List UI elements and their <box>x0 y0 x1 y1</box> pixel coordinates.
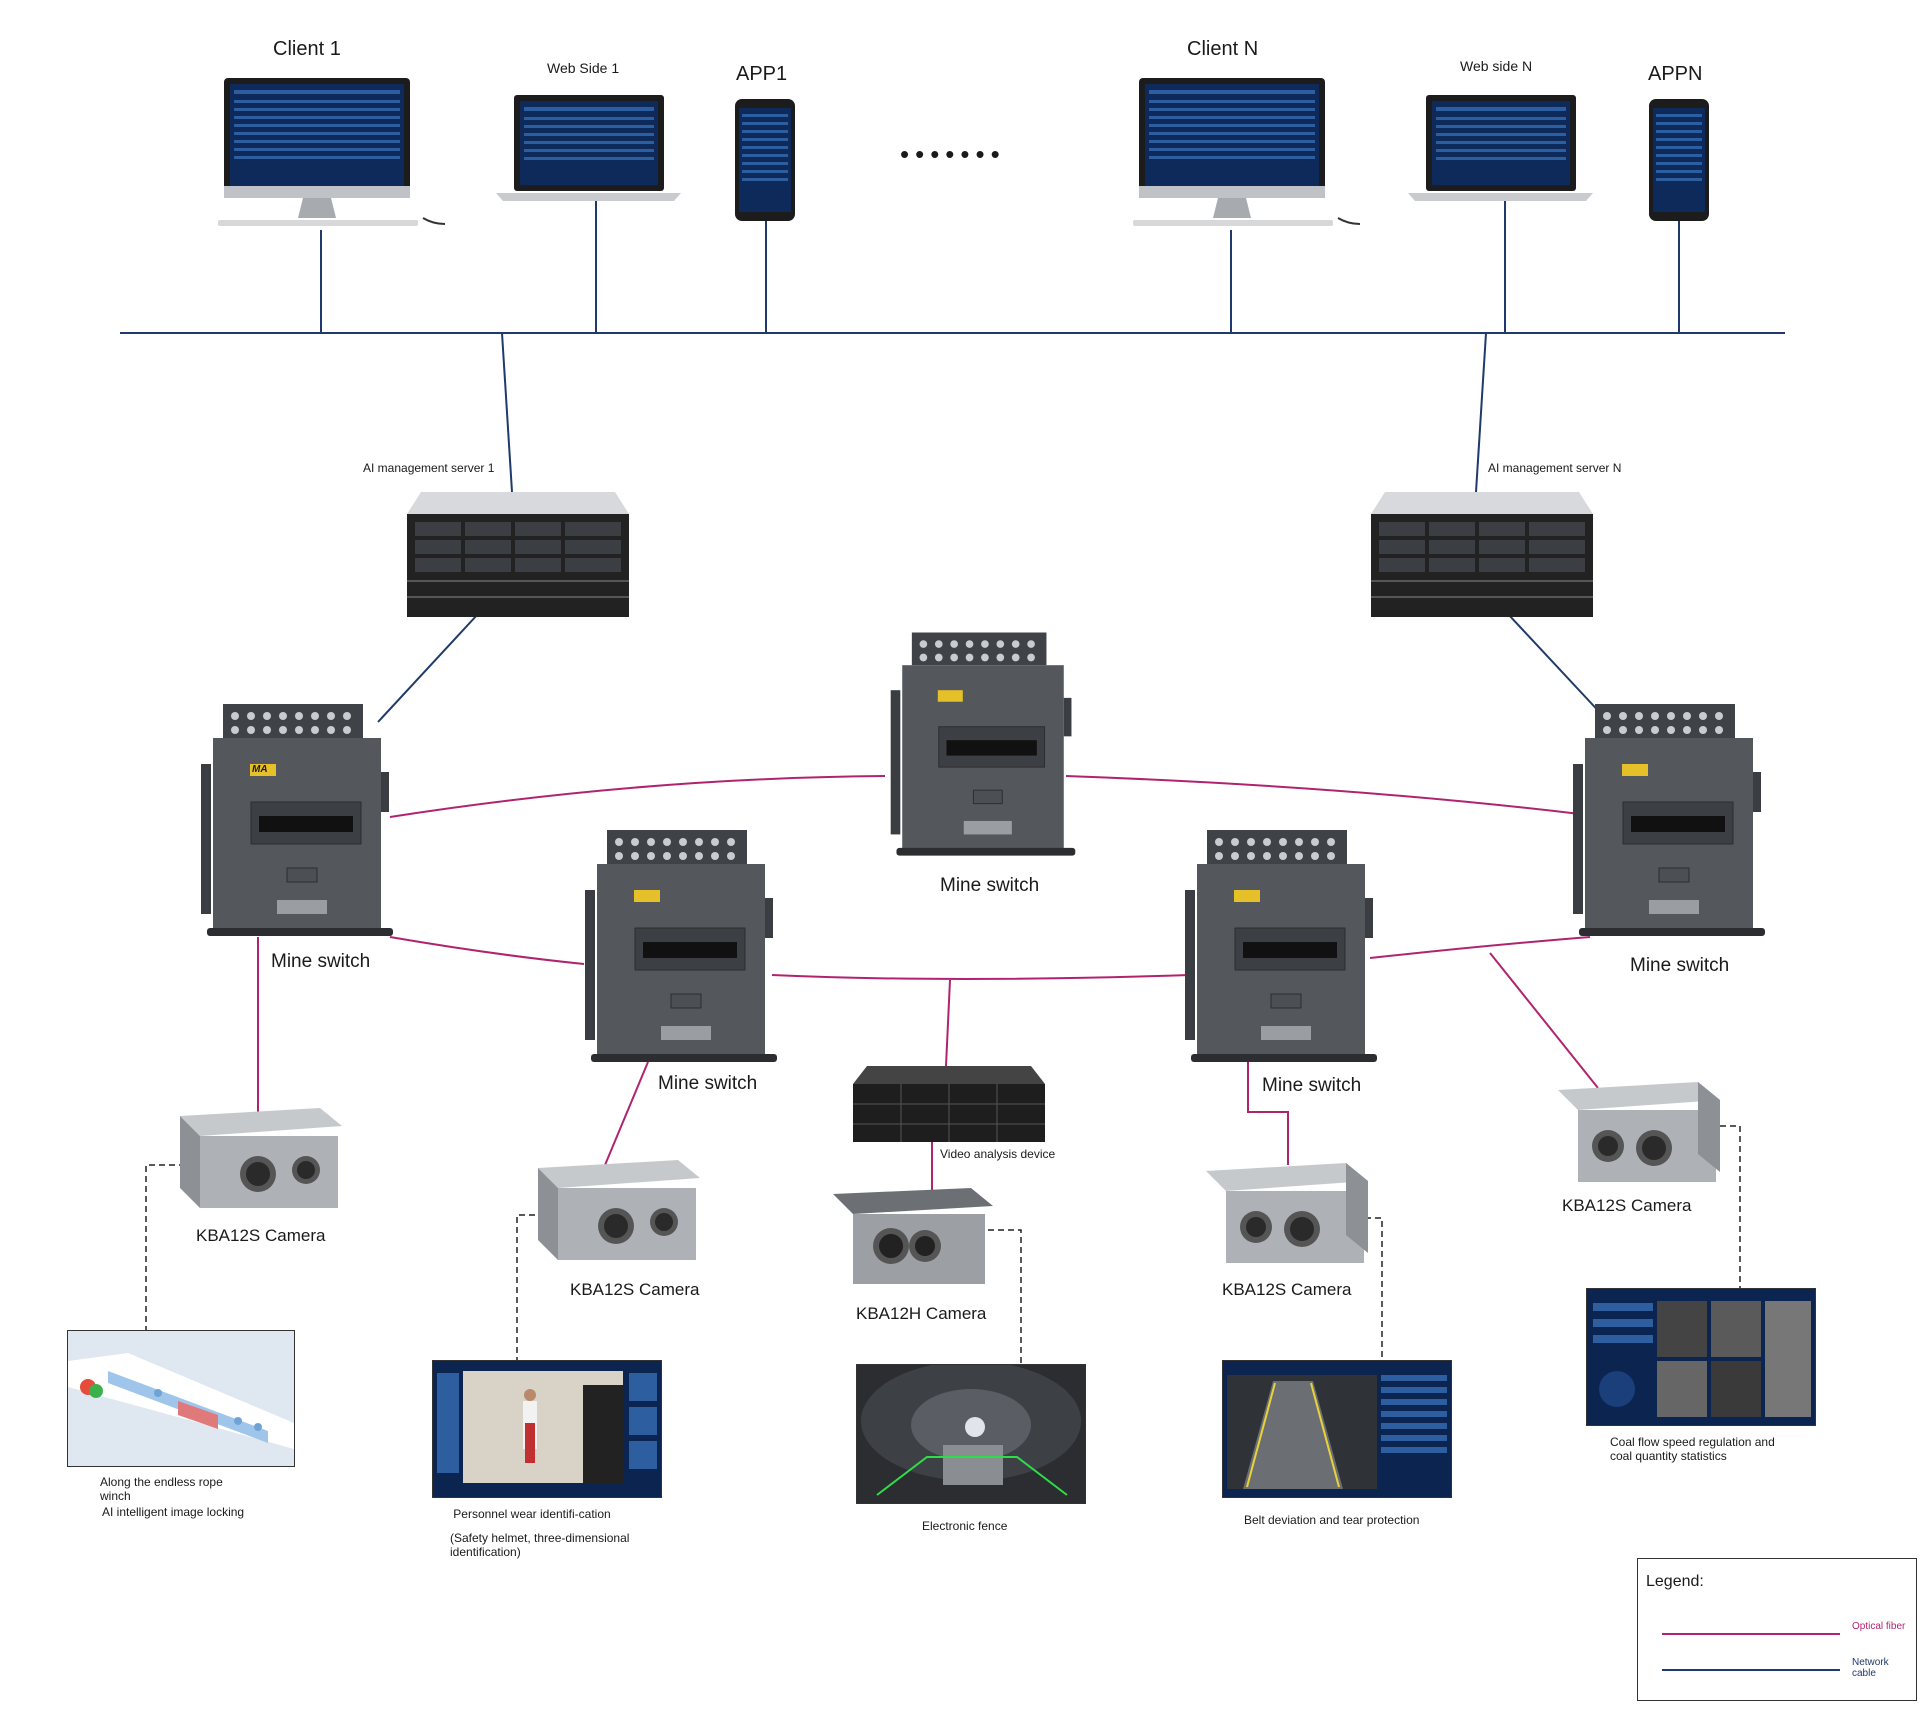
smartphone-icon <box>734 98 796 227</box>
dash-cam4 <box>1355 1217 1383 1360</box>
camera-icon <box>833 1188 993 1298</box>
legend-row-network-cable: Network cable <box>1662 1655 1908 1685</box>
mine-switch-label: Mine switch <box>940 875 1040 896</box>
dash-cam1 <box>145 1164 185 1330</box>
video-analysis-label: Video analysis device <box>940 1147 1056 1161</box>
serverN-bus-link <box>1475 332 1487 493</box>
fiber-ring-upper <box>389 775 1581 818</box>
laptop-icon <box>496 95 681 208</box>
webN-label: Web side N <box>1460 58 1533 74</box>
camera-icon <box>1548 1082 1723 1197</box>
app1-label: APP1 <box>736 63 788 85</box>
dash-cam2 <box>516 1214 535 1360</box>
mine-switch-label: Mine switch <box>1630 955 1730 976</box>
personnel-wear-image <box>432 1360 662 1498</box>
mine-switch-icon <box>193 704 401 943</box>
camera-label: KBA12S Camera <box>1562 1196 1692 1215</box>
camera-label: KBA12S Camera <box>1222 1280 1352 1299</box>
fiber-drop-camera5 <box>1489 952 1599 1089</box>
server1-switch-link <box>377 613 479 723</box>
desktop-computer-icon <box>218 76 463 241</box>
fiber-drop-camera4 <box>1247 1062 1289 1165</box>
server1-bus-link <box>501 332 513 493</box>
legend-row-optical-fiber: Optical fiber <box>1662 1619 1908 1649</box>
fiber-drop-camera2 <box>604 1061 649 1166</box>
coal-flow-caption: Coal flow speed regulation and coal quan… <box>1610 1435 1775 1463</box>
client1-label: Client 1 <box>273 38 341 60</box>
ma-badge: MA <box>252 764 268 775</box>
rack-server-icon <box>407 492 629 622</box>
smartphone-icon <box>1648 98 1710 227</box>
electronic-fence-caption: Electronic fence <box>922 1519 1008 1533</box>
rope-winch-image <box>67 1330 295 1467</box>
mine-switch-icon <box>577 830 785 1069</box>
camera-label: KBA12S Camera <box>570 1280 700 1299</box>
rope-winch-caption: AI intelligent image locking <box>102 1505 245 1519</box>
mine-switch-icon <box>1565 704 1773 943</box>
server1-label: AI management server 1 <box>363 461 495 475</box>
video-analysis-device-icon <box>853 1066 1045 1149</box>
fiber-drop-vad <box>945 979 951 1067</box>
camera-icon <box>528 1160 703 1275</box>
dash-cam3 <box>988 1229 1022 1364</box>
legend: Legend: Optical fiber Network cable <box>1637 1558 1917 1701</box>
desktop-computer-icon <box>1133 76 1378 241</box>
mine-switch-label: Mine switch <box>1262 1075 1362 1096</box>
rack-server-icon <box>1371 492 1593 622</box>
belt-deviation-caption: Belt deviation and tear protection <box>1244 1513 1420 1527</box>
camera-label: KBA12H Camera <box>856 1304 987 1323</box>
legend-title: Legend: <box>1646 1573 1704 1590</box>
rope-winch-caption: Along the endless rope winch <box>100 1475 223 1503</box>
legend-swatch-optical-fiber <box>1662 1633 1840 1635</box>
mine-switch-label: Mine switch <box>658 1073 758 1094</box>
appN-label: APPN <box>1648 63 1703 85</box>
ellipsis-more-clients: ••••••• <box>900 139 1006 169</box>
clientN-label: Client N <box>1187 38 1259 60</box>
laptop-icon <box>1408 95 1593 208</box>
camera-icon <box>170 1108 345 1223</box>
legend-swatch-network-cable <box>1662 1669 1840 1671</box>
web1-label: Web Side 1 <box>547 60 620 76</box>
belt-deviation-image <box>1222 1360 1452 1498</box>
legend-label-network-cable: Network cable <box>1852 1657 1889 1679</box>
coal-flow-image <box>1586 1288 1816 1426</box>
serverN-label: AI management server N <box>1488 461 1622 475</box>
fiber-ring-lower <box>389 936 1591 980</box>
mine-switch-icon <box>1177 830 1385 1069</box>
legend-label-optical-fiber: Optical fiber <box>1852 1621 1906 1632</box>
mine-switch-icon <box>883 628 1083 867</box>
camera-label: KBA12S Camera <box>196 1226 326 1245</box>
personnel-wear-caption: (Safety helmet, three-dimensional identi… <box>450 1531 630 1559</box>
camera-icon <box>1196 1163 1371 1278</box>
personnel-wear-caption: Personnel wear identifi-cation <box>453 1507 611 1521</box>
mine-switch-label: Mine switch <box>271 951 371 972</box>
electronic-fence-image <box>856 1364 1086 1504</box>
serverN-switch-link <box>1507 613 1606 719</box>
